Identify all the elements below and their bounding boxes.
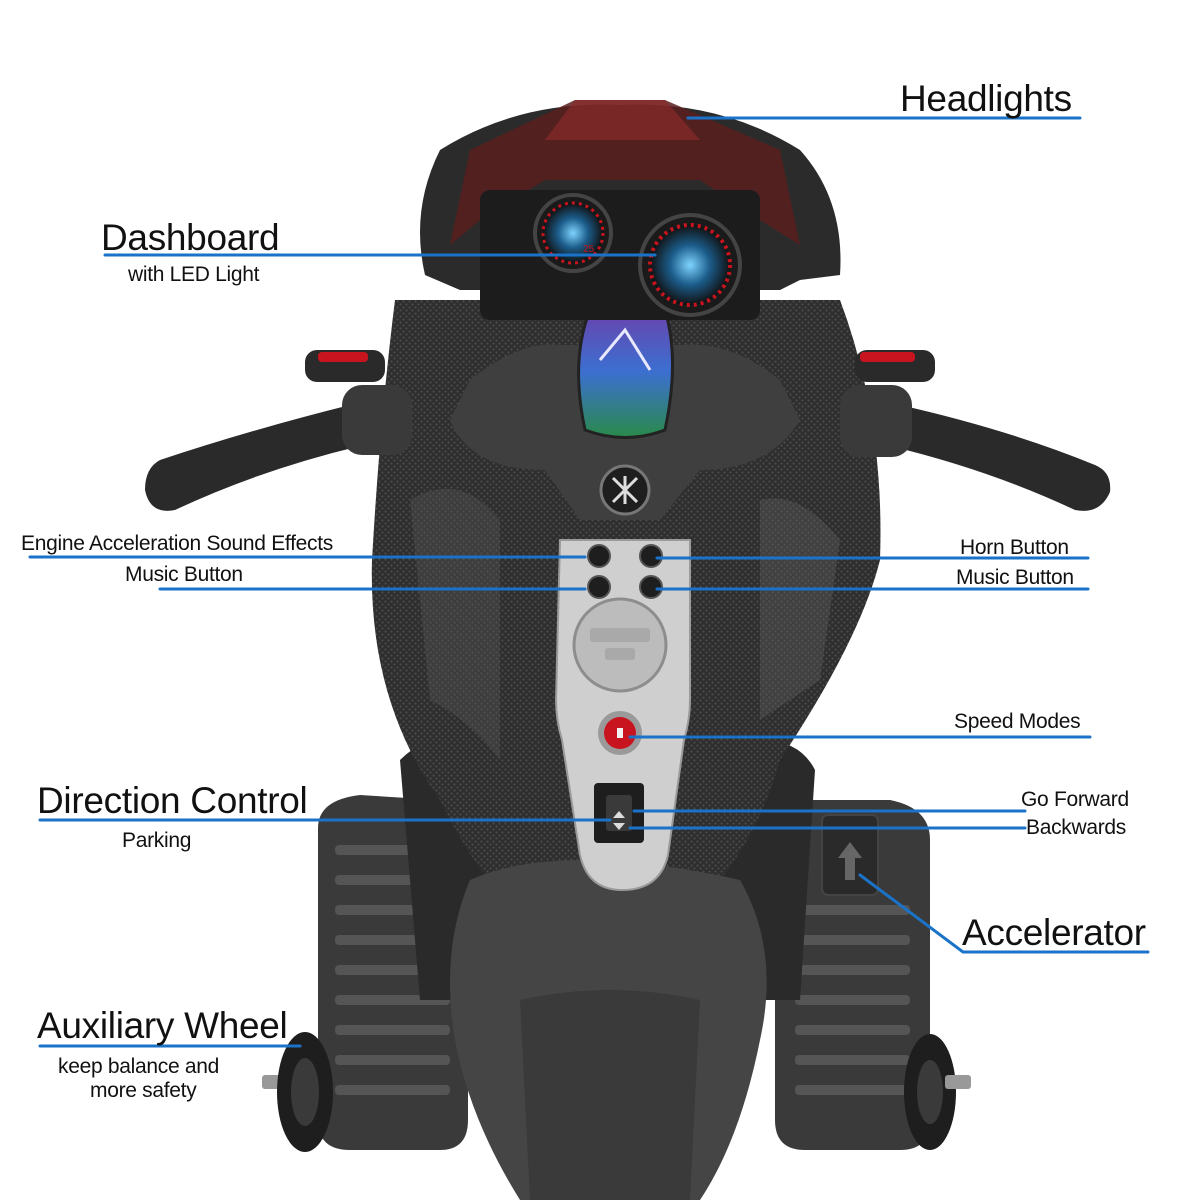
horn-button-label: Horn Button <box>960 536 1069 559</box>
accelerator-label: Accelerator <box>962 912 1146 953</box>
engine-sound-label: Engine Acceleration Sound Effects <box>21 532 333 555</box>
auxiliary-wheel-label: Auxiliary Wheel <box>37 1005 288 1046</box>
auxiliary-wheel-sublabel-2: more safety <box>90 1079 197 1102</box>
direction-control-label: Direction Control <box>37 780 308 821</box>
dashboard-label: Dashboard <box>101 217 280 258</box>
speed-mode-switch <box>598 711 642 755</box>
front-fairing <box>420 100 841 320</box>
control-buttons <box>587 544 663 599</box>
seat <box>450 860 767 1200</box>
backwards-label: Backwards <box>1026 816 1127 839</box>
go-forward-label: Go Forward <box>1021 788 1129 811</box>
parking-label: Parking <box>122 829 192 852</box>
dashboard-sublabel: with LED Light <box>128 263 260 286</box>
left-auxiliary-wheel <box>262 1032 333 1152</box>
handlebar <box>145 303 1111 520</box>
dashboard-gauges: 25 <box>533 193 742 317</box>
leader-lines <box>28 116 1150 1048</box>
auxiliary-wheel-sublabel-1: keep balance and <box>58 1055 220 1078</box>
accelerator-line <box>858 873 1150 954</box>
music-button-right-label: Music Button <box>956 566 1074 589</box>
headlights-label: Headlights <box>900 78 1072 119</box>
right-auxiliary-wheel <box>904 1034 971 1150</box>
speed-modes-label: Speed Modes <box>954 710 1081 733</box>
gauge-number: 25 <box>583 244 595 255</box>
music-button-left-label: Music Button <box>125 563 243 586</box>
right-footrest <box>775 800 930 1150</box>
direction-switch <box>594 783 644 843</box>
accelerator-pedal <box>821 814 879 896</box>
